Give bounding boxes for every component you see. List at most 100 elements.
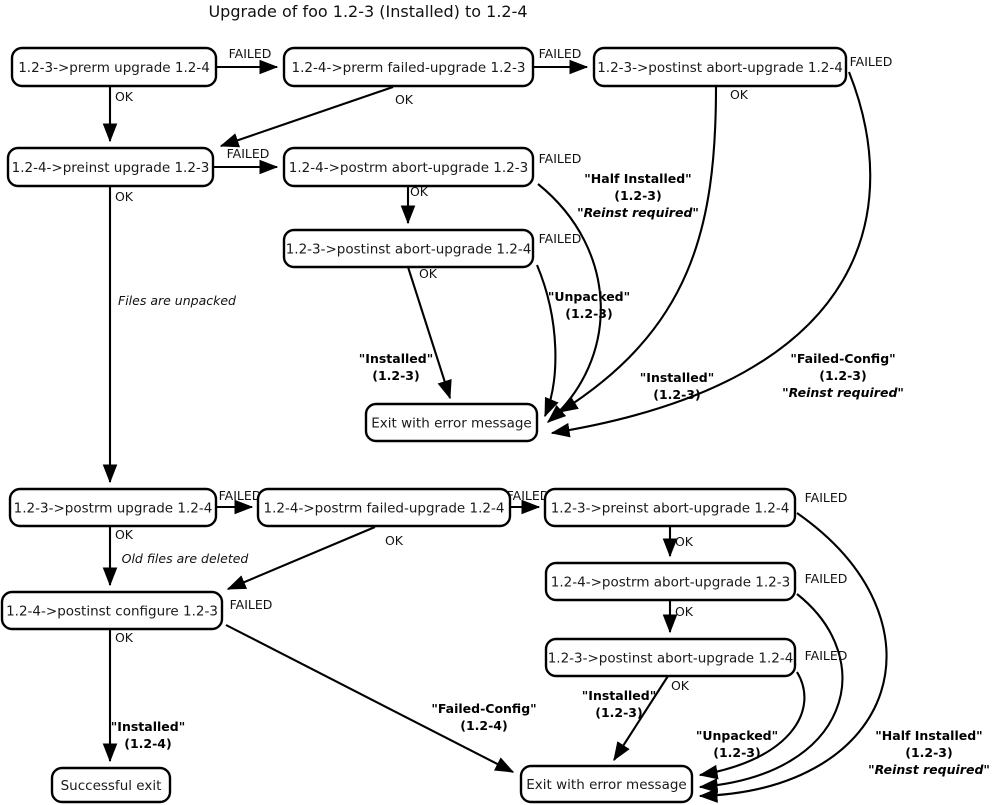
edge-n11-to-n14: [698, 593, 844, 793]
node-box: [50, 766, 172, 804]
state-annotation: "Half Installed": [584, 171, 691, 186]
node-n12[interactable]: 1.2-4->postinst configure 1.2-3: [0, 590, 224, 631]
state-annotation: "Reinst required": [577, 205, 699, 220]
node-box: [8, 487, 218, 528]
node-n10[interactable]: 1.2-3->preinst abort-upgrade 1.2-4: [543, 487, 797, 528]
edge-layer: [102, 59, 888, 803]
node-n11[interactable]: 1.2-4->postrm abort-upgrade 1.2-3: [544, 561, 797, 602]
edge-n12-to-n14: [225, 624, 515, 773]
node-box: [364, 402, 539, 443]
node-box: [543, 487, 797, 528]
node-n1[interactable]: 1.2-3->prerm upgrade 1.2-4: [10, 46, 218, 88]
state-annotation: "Unpacked": [548, 289, 630, 304]
node-label: Exit with error message: [371, 416, 531, 432]
edge-label: OK: [671, 678, 690, 693]
state-annotation: "Half Installed": [875, 728, 982, 743]
edge-label: FAILED: [805, 490, 848, 505]
edge-label: FAILED: [850, 54, 893, 69]
state-annotation: (1.2-3): [614, 188, 661, 203]
state-annotation: "Failed-Config": [431, 701, 536, 716]
state-annotation: (1.2-3): [565, 306, 612, 321]
node-label: 1.2-4->postinst configure 1.2-3: [6, 604, 218, 620]
edge-label: OK: [675, 604, 694, 619]
edge-label: FAILED: [539, 46, 582, 61]
edge-n10-to-n14: [698, 512, 888, 803]
edge-label: FAILED: [805, 648, 848, 663]
edge-label-layer: FAILED FAILED OK OK FAILED OK OK OK OK FAILED FAIL…: [115, 46, 892, 693]
edge-label: OK: [395, 92, 414, 107]
edge-n6-to-n7: [407, 266, 452, 400]
node-n5[interactable]: 1.2-4->postrm abort-upgrade 1.2-3: [282, 146, 535, 188]
node-label: 1.2-4->postrm abort-upgrade 1.2-3: [551, 575, 790, 591]
diagram-title: Upgrade of foo 1.2-3 (Installed) to 1.2-…: [208, 2, 527, 21]
node-layer: 1.2-3->prerm upgrade 1.2-4 1.2-4->prerm f…: [0, 46, 848, 804]
node-box: [256, 487, 512, 528]
note-note1: Files are unpacked: [118, 293, 236, 308]
node-label: Successful exit: [61, 778, 162, 794]
state-annotation: (1.2-4): [124, 736, 171, 751]
edge-label: FAILED: [507, 488, 550, 503]
state-annotation: (1.2-3): [372, 368, 419, 383]
node-box: [6, 146, 215, 188]
edge-n13-to-n14: [613, 675, 669, 762]
edge-label: OK: [385, 533, 404, 548]
state-annotation: (1.2-3): [595, 705, 642, 720]
state-annotation: "Reinst required": [782, 385, 904, 400]
node-label: 1.2-3->prerm upgrade 1.2-4: [18, 60, 210, 76]
node-box: [544, 637, 797, 678]
edge-label: OK: [115, 630, 134, 645]
node-box: [544, 561, 797, 602]
state-annotation: (1.2-3): [819, 368, 866, 383]
edge-label: FAILED: [229, 46, 272, 61]
state-annotation: "Installed": [640, 370, 714, 385]
node-box: [519, 764, 694, 804]
node-box: [282, 228, 535, 269]
note-note2: Old files are deleted: [122, 551, 249, 566]
node-label: 1.2-3->preinst abort-upgrade 1.2-4: [551, 501, 790, 517]
edge-label: OK: [115, 89, 134, 104]
edge-n9-to-n12: [226, 526, 376, 590]
node-label: Exit with error message: [526, 777, 686, 793]
edge-label: OK: [115, 527, 134, 542]
node-n4[interactable]: 1.2-4->preinst upgrade 1.2-3: [6, 146, 215, 188]
node-box: [0, 590, 224, 631]
state-label-layer: "Half Installed" (1.2-3) "Reinst required"…: [111, 171, 990, 777]
node-n15[interactable]: Successful exit: [50, 766, 172, 804]
edge-n13-to-n14: [698, 671, 806, 780]
node-box: [282, 46, 535, 88]
state-annotation: "Unpacked": [696, 728, 778, 743]
node-label: 1.2-3->postinst abort-upgrade 1.2-4: [548, 651, 794, 667]
node-label: 1.2-3->postinst abort-upgrade 1.2-4: [597, 60, 843, 76]
node-n14[interactable]: Exit with error message: [519, 764, 694, 804]
edge-label: OK: [115, 189, 134, 204]
edge-label: FAILED: [230, 597, 273, 612]
state-annotation: "Installed": [111, 719, 185, 734]
edge-n6-to-n7: [536, 264, 559, 418]
node-n6[interactable]: 1.2-3->postinst abort-upgrade 1.2-4: [282, 228, 535, 269]
edge-label: OK: [419, 266, 438, 281]
state-annotation: (1.2-4): [460, 718, 507, 733]
edge-label: FAILED: [805, 571, 848, 586]
node-label: 1.2-4->prerm failed-upgrade 1.2-3: [292, 60, 526, 76]
node-label: 1.2-3->postrm upgrade 1.2-4: [14, 501, 213, 517]
node-n13[interactable]: 1.2-3->postinst abort-upgrade 1.2-4: [544, 637, 797, 678]
edge-label: FAILED: [227, 146, 270, 161]
state-annotation: "Installed": [582, 688, 656, 703]
edge-label: OK: [675, 534, 694, 549]
state-annotation: "Installed": [359, 351, 433, 366]
state-annotation: "Reinst required": [868, 762, 990, 777]
node-n3[interactable]: 1.2-3->postinst abort-upgrade 1.2-4: [592, 46, 848, 88]
node-n8[interactable]: 1.2-3->postrm upgrade 1.2-4: [8, 487, 218, 528]
edge-n3-to-n7: [550, 71, 872, 438]
node-label: 1.2-4->postrm failed-upgrade 1.2-4: [264, 501, 505, 517]
edge-n3-to-n7: [558, 86, 718, 413]
edge-label: FAILED: [539, 231, 582, 246]
edge-label: OK: [730, 87, 749, 102]
node-box: [282, 146, 535, 188]
node-n2[interactable]: 1.2-4->prerm failed-upgrade 1.2-3: [282, 46, 535, 88]
node-n7[interactable]: Exit with error message: [364, 402, 539, 443]
node-n9[interactable]: 1.2-4->postrm failed-upgrade 1.2-4: [256, 487, 512, 528]
state-annotation: (1.2-3): [905, 745, 952, 760]
